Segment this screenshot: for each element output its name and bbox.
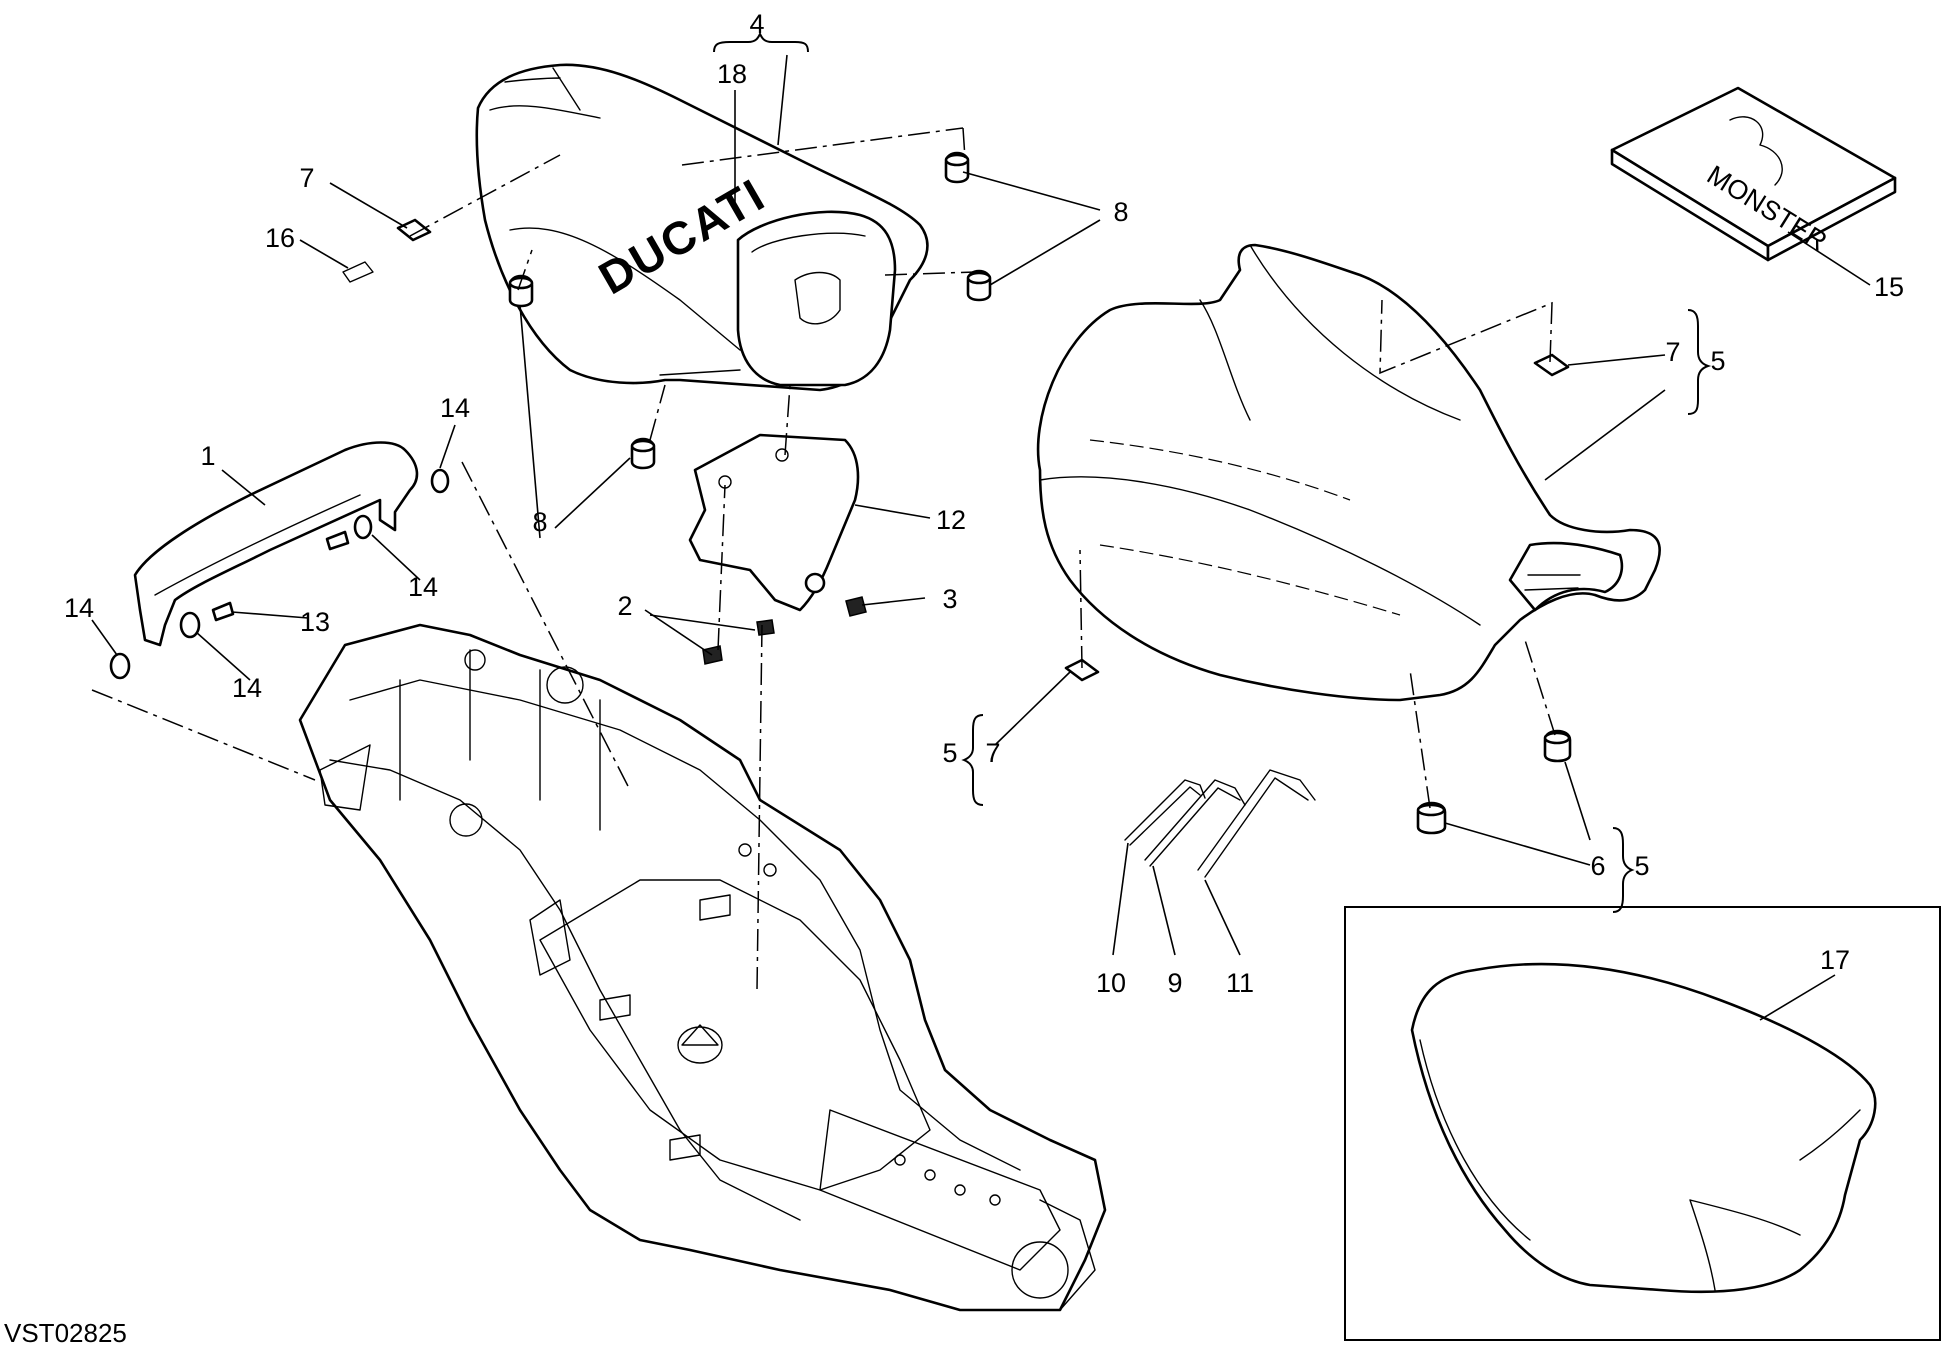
leader-lines — [91, 54, 1871, 1021]
callout-c-14a: 14 — [440, 393, 470, 423]
callout-c-5c: 5 — [1634, 851, 1649, 881]
callout-c-17: 17 — [1820, 945, 1850, 975]
rear-seat-cowl: DUCATI — [475, 63, 929, 392]
callout-c-18: 18 — [717, 59, 747, 89]
assembly-lines — [91, 127, 1556, 991]
callout-c-5b: 5 — [942, 738, 957, 768]
pillion-seat-inset — [1344, 906, 1941, 1341]
callout-c-14b: 14 — [408, 572, 438, 602]
braces — [713, 31, 1712, 913]
callout-c-15: 15 — [1874, 272, 1904, 302]
callout-c-6: 6 — [1590, 851, 1605, 881]
callout-c-13: 13 — [300, 607, 330, 637]
callout-c-12: 12 — [936, 505, 966, 535]
callout-c-2: 2 — [617, 591, 632, 621]
callout-c-9: 9 — [1167, 968, 1182, 998]
callout-c-4: 4 — [749, 9, 764, 39]
callout-c-7a: 7 — [299, 163, 314, 193]
cover-bracket — [688, 433, 860, 612]
callout-c-3: 3 — [942, 584, 957, 614]
callout-c-16: 16 — [265, 223, 295, 253]
callout-c-14d: 14 — [232, 673, 262, 703]
callout-c-8a: 8 — [1113, 197, 1128, 227]
callout-c-7b: 7 — [1665, 337, 1680, 367]
grab-handle — [133, 441, 419, 647]
drawing-code: VST02825 — [4, 1318, 127, 1348]
callout-c-1: 1 — [200, 441, 215, 471]
rider-seat — [1036, 243, 1661, 702]
callout-c-8b: 8 — [532, 507, 547, 537]
callout-c-5a: 5 — [1710, 346, 1725, 376]
callout-c-14c: 14 — [64, 593, 94, 623]
owner-manual: MONSTER — [1610, 86, 1897, 262]
callout-c-11: 11 — [1226, 968, 1254, 998]
callout-c-7c: 7 — [985, 738, 1000, 768]
callout-c-10: 10 — [1096, 968, 1126, 998]
rear-frame — [298, 623, 1107, 1312]
